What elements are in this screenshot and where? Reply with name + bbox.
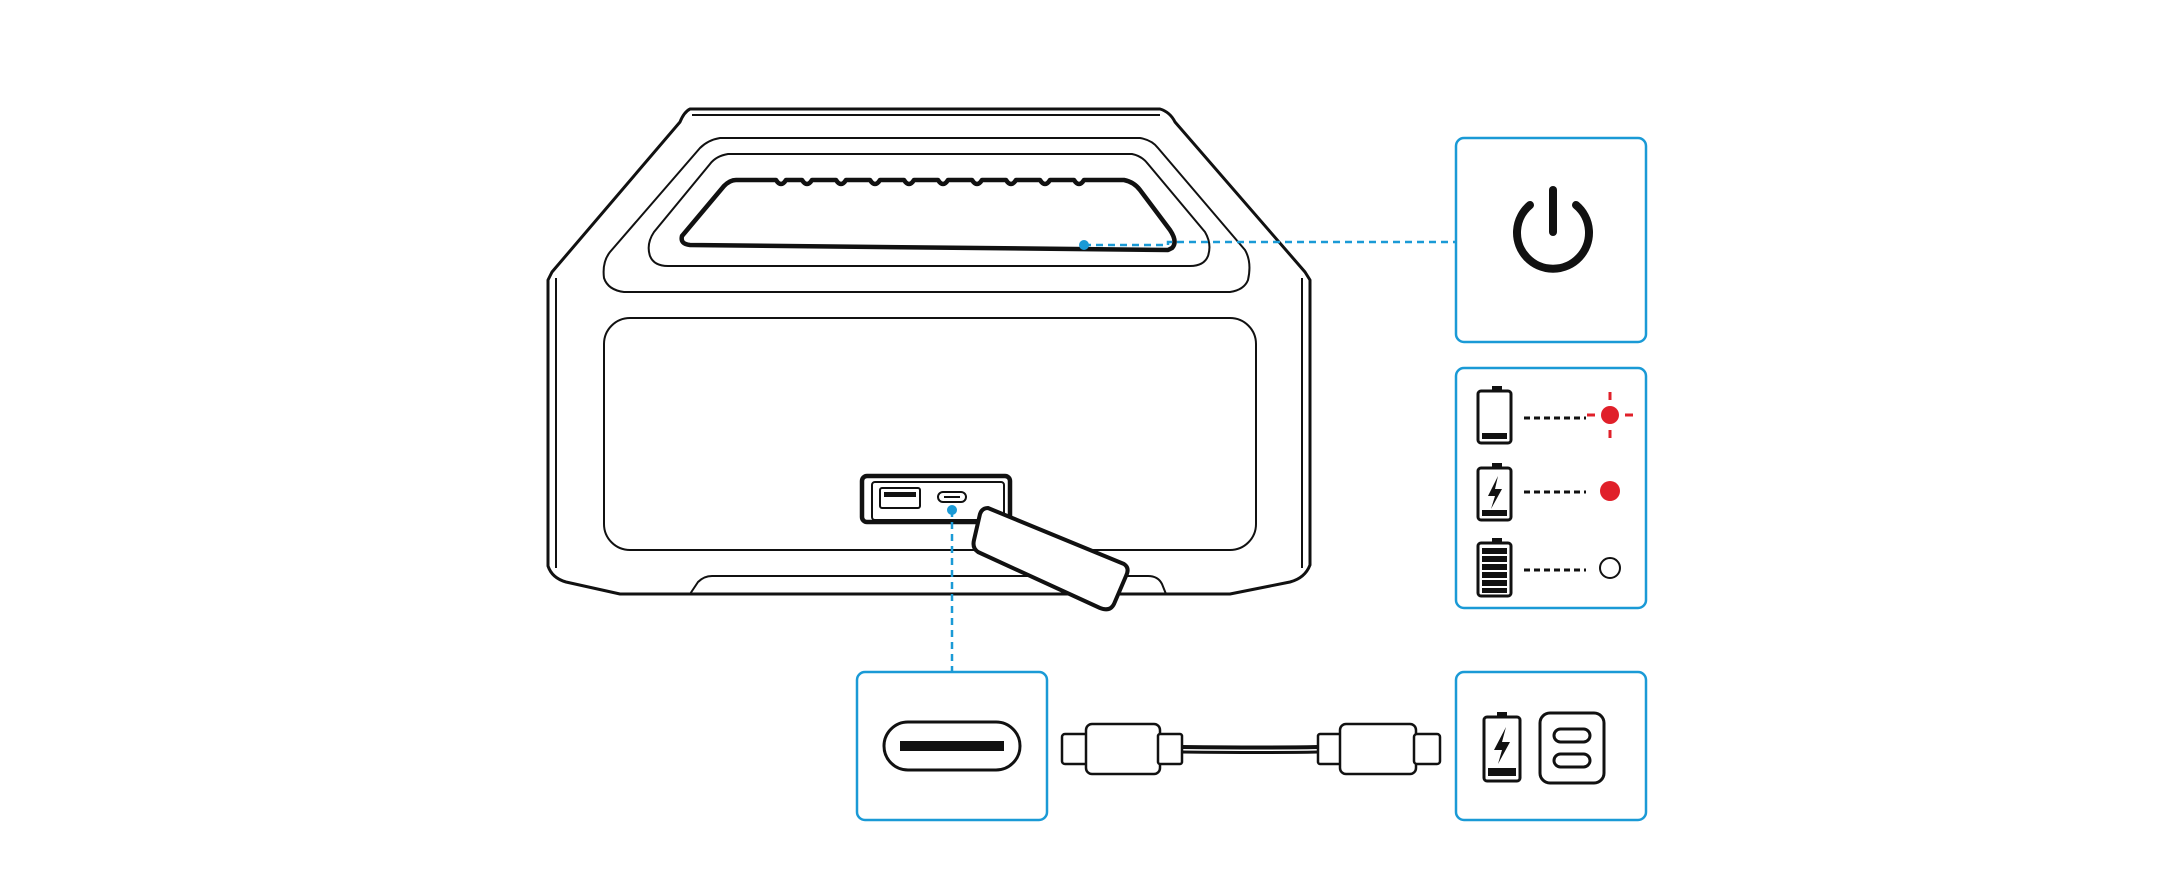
port-housing-inner — [871, 481, 1005, 521]
battery-charging-icon — [1482, 712, 1522, 783]
port-cover-flap — [971, 506, 1130, 612]
port-housing — [859, 473, 1013, 525]
usb-a-port-tongue — [884, 492, 916, 497]
charger-icon — [1538, 711, 1606, 785]
power-callout-box — [1454, 136, 1648, 344]
battery-state-full — [1476, 538, 1621, 598]
power-callout — [1079, 136, 1648, 344]
usb-c-cable — [1060, 722, 1442, 776]
usb-c-callout — [855, 505, 1049, 822]
cable-wire — [1181, 745, 1319, 750]
charging-callout — [1454, 670, 1648, 822]
battery-full-icon — [1476, 538, 1513, 598]
front-panel — [603, 317, 1257, 551]
handle-frame-inner — [647, 153, 1211, 267]
port-cluster — [859, 473, 1013, 525]
usb-c-plug-right-icon — [1316, 722, 1442, 776]
battery-charging-icon — [1476, 463, 1513, 522]
battery-indicator-callout — [1454, 366, 1648, 610]
usb-c-port — [937, 491, 967, 503]
cable-wire-shadow — [1181, 750, 1319, 754]
battery-state-charging — [1476, 463, 1620, 522]
led-red-flashing-icon — [1587, 392, 1633, 438]
usb-c-plug-left-icon — [1060, 722, 1184, 776]
power-leader-line — [1084, 240, 1456, 247]
handle-grip — [679, 177, 1177, 253]
battery-low-icon — [1476, 386, 1513, 445]
speaker-foot — [689, 575, 1167, 595]
speaker-body-outline — [546, 107, 1312, 596]
led-red-solid-icon — [1600, 481, 1620, 501]
usb-a-port — [879, 487, 921, 509]
handle-frame — [602, 137, 1251, 293]
usb-c-port-icon — [882, 720, 1022, 772]
power-icon — [1513, 186, 1593, 273]
battery-state-low — [1476, 386, 1633, 445]
led-off-icon — [1599, 557, 1621, 579]
speaker — [546, 107, 1312, 612]
